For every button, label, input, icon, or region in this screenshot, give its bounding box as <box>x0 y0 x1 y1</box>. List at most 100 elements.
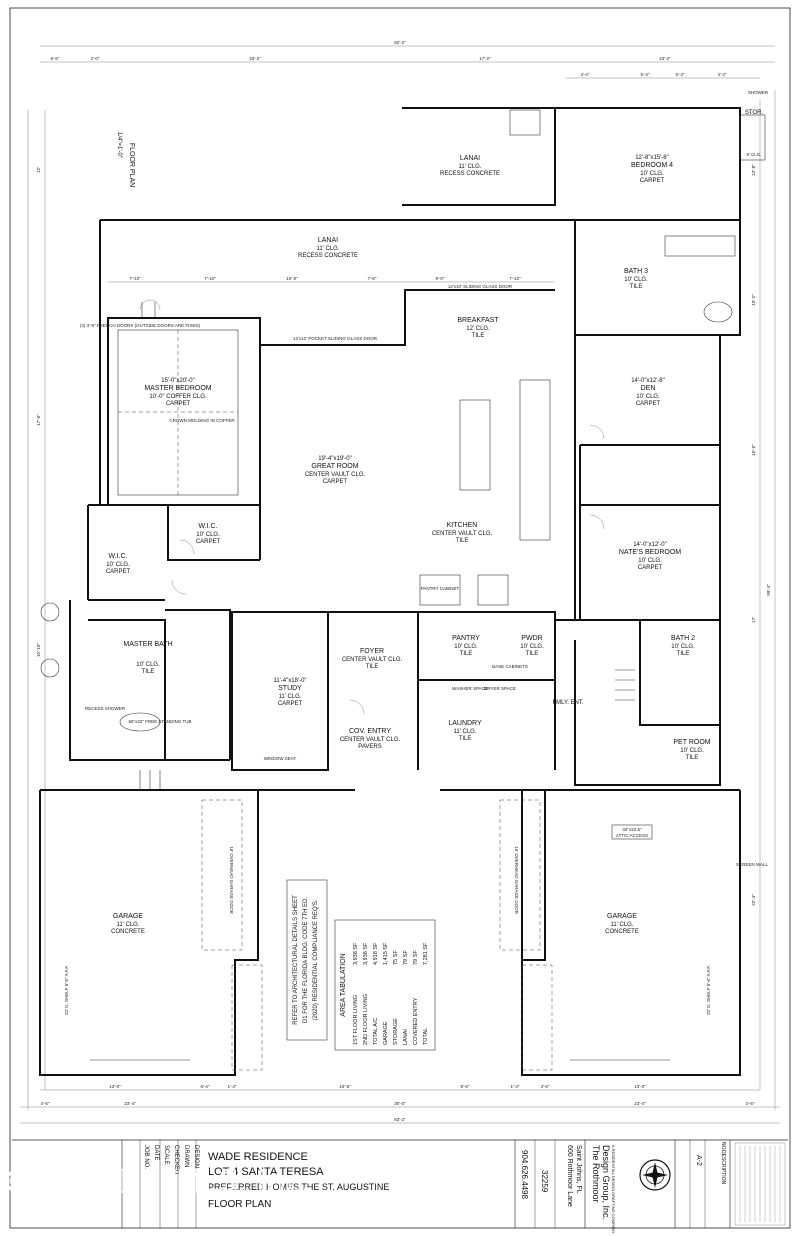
svg-text:NO.: NO. <box>720 1142 726 1151</box>
svg-text:RECESS CONCRETE: RECESS CONCRETE <box>440 171 500 177</box>
svg-text:7'-10": 7'-10" <box>204 276 216 281</box>
svg-text:10' CLG.: 10' CLG. <box>671 644 695 650</box>
svg-text:4,918 SF: 4,918 SF <box>373 942 379 965</box>
svg-text:10'-0" COFFER CLG.: 10'-0" COFFER CLG. <box>149 394 207 400</box>
exterior-walls <box>39 107 741 1076</box>
svg-text:13'-0": 13'-0" <box>109 1084 121 1089</box>
svg-text:PANTRY CABINET: PANTRY CABINET <box>421 586 460 591</box>
svg-text:©2026 NEFMLS, Inc.: ©2026 NEFMLS, Inc. <box>2 1165 311 1200</box>
bottom-dimensions: 4'-6" 23'-4" 30'-0" 23'-4" 4'-6" 83'-2" … <box>20 1084 780 1124</box>
svg-text:CARPET: CARPET <box>278 701 303 707</box>
svg-text:10' CLG.: 10' CLG. <box>196 532 220 538</box>
svg-text:10' CLG.: 10' CLG. <box>636 394 660 400</box>
svg-text:TILE: TILE <box>460 651 473 657</box>
svg-text:34"x22.5": 34"x22.5" <box>622 827 642 832</box>
svg-text:AREA TABULATION: AREA TABULATION <box>340 953 347 1016</box>
svg-text:GARAGE: GARAGE <box>113 913 143 920</box>
svg-text:32259: 32259 <box>540 1170 549 1193</box>
svg-text:CONCRETE: CONCRETE <box>605 929 639 935</box>
svg-text:6'-4": 6'-4" <box>201 1084 210 1089</box>
watermark: ©2026 NEFMLS, Inc. ©2026 NEFMLS, Inc. <box>1 1164 312 1200</box>
project-lot: LOT 4 SANTA TERESA <box>208 1166 324 1178</box>
svg-text:TILE: TILE <box>459 736 472 742</box>
svg-text:15'-10": 15'-10" <box>36 643 41 657</box>
sliding-door-note: 12'x10' SLIDING GLASS DOOR <box>448 284 513 289</box>
room-nates-bedroom: 14'-0"x12'-0" NATE'S BEDROOM 10' CLG. CA… <box>619 542 681 571</box>
svg-text:BATH 2: BATH 2 <box>671 635 695 642</box>
svg-text:BATH 3: BATH 3 <box>624 268 648 275</box>
room-pet-room: PET ROOM 10' CLG. TILE <box>673 739 710 761</box>
svg-text:BEDROOM 4: BEDROOM 4 <box>631 162 673 169</box>
svg-text:CENTER VAULT CLG.: CENTER VAULT CLG. <box>342 657 403 663</box>
svg-text:10' CLG.: 10' CLG. <box>106 562 130 568</box>
svg-text:16' OVERHEAD GARAGE DOOR: 16' OVERHEAD GARAGE DOOR <box>229 846 234 914</box>
svg-text:22'-4": 22'-4" <box>751 894 756 906</box>
svg-text:STOR.: STOR. <box>745 110 764 116</box>
room-pwdr: PWDR 10' CLG. TILE <box>520 635 544 657</box>
svg-text:99'-4": 99'-4" <box>766 584 771 596</box>
svg-text:D1 FOR THE FLORIDA BLDG. CODE: D1 FOR THE FLORIDA BLDG. CODE 7TH ED. <box>303 897 309 1024</box>
svg-text:CARPET: CARPET <box>636 401 661 407</box>
svg-text:10' CLG.: 10' CLG. <box>638 558 662 564</box>
svg-text:DEN: DEN <box>641 385 656 392</box>
svg-text:SHOWER: SHOWER <box>748 90 769 95</box>
svg-text:CARPET: CARPET <box>106 569 131 575</box>
svg-text:DRYER SPACE: DRYER SPACE <box>484 686 516 691</box>
svg-text:DESIGN: DESIGN <box>193 1145 199 1168</box>
svg-text:KITCHEN: KITCHEN <box>447 522 478 529</box>
room-great-room: 19'-4"x19'-0" GREAT ROOM CENTER VAULT CL… <box>305 456 366 485</box>
svg-text:904.626.4498: 904.626.4498 <box>520 1150 529 1199</box>
svg-text:11'-4"x18'-0": 11'-4"x18'-0" <box>273 678 306 684</box>
svg-text:12': 12' <box>36 167 41 173</box>
svg-text:7'-6": 7'-6" <box>368 276 377 281</box>
svg-text:1,415 SF: 1,415 SF <box>383 942 389 965</box>
sheet-border <box>9 7 791 1229</box>
room-stor: STOR. 8' CLG. <box>745 110 764 157</box>
door-callouts: (4) 3'-8" FRENCH DOORS (OUTSIDE DOORS AR… <box>64 90 769 1015</box>
svg-text:2ND FLOOR LIVING: 2ND FLOOR LIVING <box>363 994 369 1045</box>
room-pantry: PANTRY 10' CLG. TILE <box>452 635 480 657</box>
svg-text:BASE CABINETS: BASE CABINETS <box>492 664 528 669</box>
svg-text:16' OVERHEAD GARAGE DOOR: 16' OVERHEAD GARAGE DOOR <box>514 846 519 914</box>
svg-text:CENTER VAULT CLG.: CENTER VAULT CLG. <box>432 531 493 537</box>
svg-text:RECESS CONCRETE: RECESS CONCRETE <box>298 253 358 259</box>
svg-text:14'-0"x12'-8": 14'-0"x12'-8" <box>631 378 665 384</box>
plan-title: FLOOR PLAN <box>128 143 135 187</box>
svg-text:TILE: TILE <box>526 651 539 657</box>
svg-text:CARPET: CARPET <box>640 178 665 184</box>
svg-text:600 Rothmoor Lane: 600 Rothmoor Lane <box>566 1145 573 1207</box>
svg-text:23'-4": 23'-4" <box>124 1101 136 1106</box>
svg-text:11' CLG.: 11' CLG. <box>316 246 339 252</box>
attic-access: 34"x22.5" ATTIC ACCESS <box>611 824 653 840</box>
svg-text:A RESIDENTIAL DESIGN DRAFTING: A RESIDENTIAL DESIGN DRAFTING COMPANY <box>611 1145 616 1234</box>
svg-text:CARPET: CARPET <box>323 479 348 485</box>
overall-top-dim: 82'-2" <box>394 40 406 45</box>
svg-text:10' CLG.: 10' CLG. <box>454 644 478 650</box>
svg-text:79 SF: 79 SF <box>413 950 419 965</box>
svg-text:SCREEN WALL: SCREEN WALL <box>736 862 769 867</box>
svg-text:RECESS SHOWER: RECESS SHOWER <box>85 706 126 711</box>
svg-text:11' CLG.: 11' CLG. <box>278 694 301 700</box>
svg-text:LANAI: LANAI <box>318 237 338 244</box>
svg-text:REFER TO ARCHITECTURAL DETAILS: REFER TO ARCHITECTURAL DETAILS SHEET <box>293 895 299 1025</box>
svg-text:5'-4": 5'-4" <box>676 72 685 77</box>
svg-text:11' CLG.: 11' CLG. <box>610 922 633 928</box>
pocket-slider-note: 12'x10' POCKET SLIDING GLASS DOOR <box>293 336 378 341</box>
svg-text:79 SF: 79 SF <box>403 950 409 965</box>
title-block: DESIGN DRAWN CHECKED SCALE DATE JOB NO. … <box>121 1140 786 1234</box>
svg-text:GREAT ROOM: GREAT ROOM <box>311 463 358 470</box>
room-fmly-ent: FMLY. ENT. <box>552 700 583 706</box>
svg-text:TILE: TILE <box>456 538 469 544</box>
svg-text:TOTAL A/C: TOTAL A/C <box>373 1018 379 1045</box>
svg-text:11' CLG.: 11' CLG. <box>458 164 481 170</box>
svg-text:W.I.C.: W.I.C. <box>198 523 217 530</box>
svg-text:7'-10": 7'-10" <box>509 276 521 281</box>
svg-text:MASTER BEDROOM: MASTER BEDROOM <box>144 385 211 392</box>
room-wic-left: W.I.C. 10' CLG. CARPET <box>106 553 131 575</box>
svg-text:LANAI: LANAI <box>460 155 480 162</box>
svg-text:10' CLG.: 10' CLG. <box>640 171 664 177</box>
svg-text:PET ROOM: PET ROOM <box>673 739 710 746</box>
svg-text:11' CLG.: 11' CLG. <box>453 729 476 735</box>
